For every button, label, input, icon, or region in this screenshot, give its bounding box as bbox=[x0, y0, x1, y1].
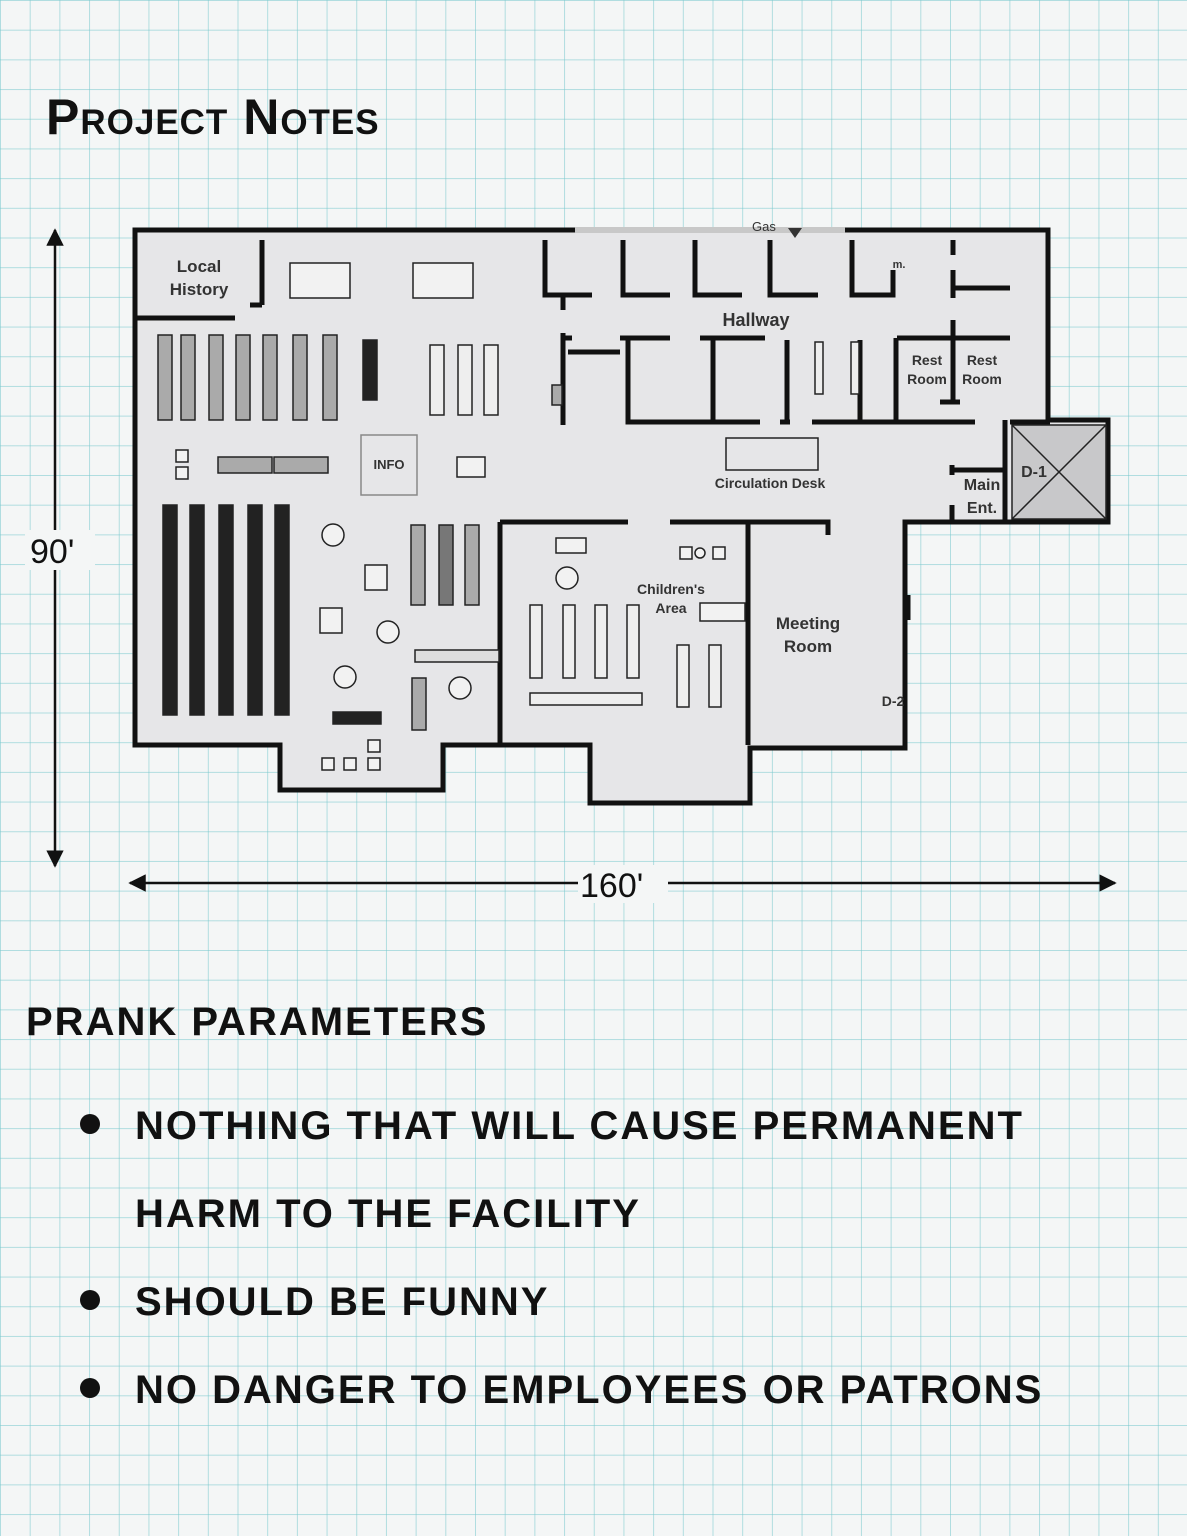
list-item-text: No danger to employees or patrons bbox=[135, 1368, 1044, 1412]
list-item: Nothing that will cause permanent harm t… bbox=[80, 1082, 1165, 1258]
mech-label: m. bbox=[893, 259, 906, 271]
prank-parameters-heading: Prank Parameters bbox=[26, 1000, 489, 1044]
bullet-icon bbox=[80, 1114, 100, 1134]
floor-plan-diagram: 90' 160' Gas bbox=[30, 219, 1117, 905]
list-item: Should be funny bbox=[80, 1258, 1165, 1346]
info-desk-label: INFO bbox=[373, 457, 404, 472]
list-item-text: Nothing that will cause permanent harm t… bbox=[135, 1104, 1024, 1236]
bullet-icon bbox=[80, 1378, 100, 1398]
prank-parameters-list: Nothing that will cause permanent harm t… bbox=[80, 1082, 1165, 1434]
building-outline bbox=[132, 227, 1111, 806]
list-item-text: Should be funny bbox=[135, 1280, 550, 1324]
interior-walls bbox=[137, 240, 1050, 745]
bookshelves bbox=[157, 334, 860, 731]
list-item: No danger to employees or patrons bbox=[80, 1346, 1165, 1434]
bullet-icon bbox=[80, 1290, 100, 1310]
width-dimension-label: 160' bbox=[580, 867, 643, 905]
tables bbox=[175, 262, 1107, 771]
hallway-label: Hallway bbox=[722, 310, 789, 330]
gas-marker-icon bbox=[788, 228, 802, 238]
door-2-label: D-2 bbox=[882, 693, 905, 709]
circulation-desk-label: Circulation Desk bbox=[715, 475, 826, 491]
page-title: Project Notes bbox=[46, 89, 380, 145]
door-1-label: D-1 bbox=[1021, 464, 1047, 481]
gas-label: Gas bbox=[752, 219, 776, 234]
height-dimension-label: 90' bbox=[30, 533, 74, 571]
